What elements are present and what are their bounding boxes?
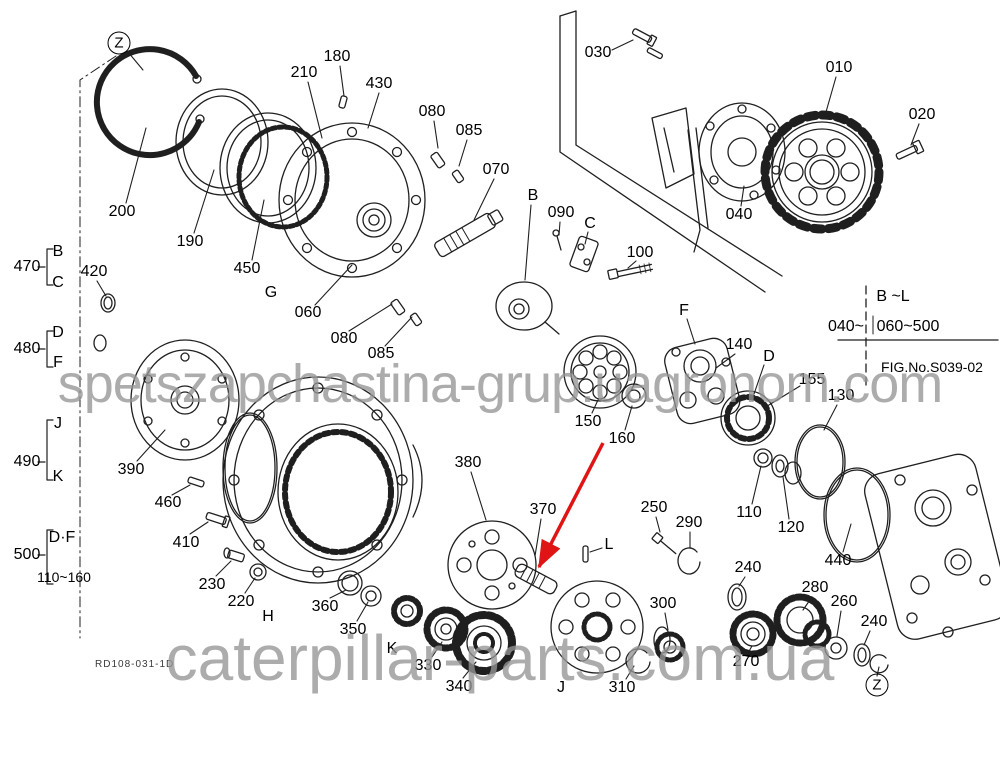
part-label-390: 390 [117,461,145,478]
part-label-030: 030 [584,44,612,61]
part-label-430: 430 [365,75,393,92]
part-label-190: 190 [176,233,204,250]
part-label-350: 350 [339,621,367,638]
part-label-340: 340 [445,678,473,695]
part-label-120: 120 [777,519,805,536]
part-label-z-2: Z [865,673,889,697]
part-label-410: 410 [172,534,200,551]
part-label-g: G [264,284,278,301]
part-label-l: L [604,536,614,553]
part-label-d-2: D [763,348,775,365]
part-label-085-2: 085 [367,345,395,362]
part-label-d: D [52,324,64,341]
part-label-370: 370 [529,501,557,518]
part-label-240: 240 [734,559,762,576]
part-label-040-2: 040~ [827,318,865,335]
part-label-k: K [52,468,64,485]
part-label-310: 310 [608,679,636,696]
part-label-150: 150 [574,413,602,430]
part-label-210: 210 [290,64,318,81]
part-label-250: 250 [640,499,668,516]
part-label-d-f: D·F [48,529,76,546]
part-label-180: 180 [323,48,351,65]
figure-code: RD108-031-1D [95,659,175,670]
part-label-460: 460 [154,494,182,511]
part-label-h: H [262,608,274,625]
part-label-500: 500 [13,546,41,563]
part-label-420: 420 [80,263,108,280]
part-label-060-500: 060~500 [876,318,940,335]
part-label-270: 270 [732,653,760,670]
part-label-100: 100 [626,244,654,261]
part-label-010: 010 [825,59,853,76]
part-label-k-2: K [386,640,398,657]
part-label-160: 160 [608,430,636,447]
part-label-240-2: 240 [860,613,888,630]
part-label-470: 470 [13,258,41,275]
part-label-060: 060 [294,304,322,321]
part-label-f: F [53,354,63,371]
part-label-220: 220 [227,593,255,610]
part-label-b-l: B ~L [876,288,910,305]
part-label-080-2: 080 [330,330,358,347]
part-label-450: 450 [233,260,261,277]
part-label-070: 070 [482,161,510,178]
part-label-110: 110 [736,504,762,521]
part-label-480: 480 [13,340,41,357]
part-label-140: 140 [725,336,753,353]
part-label-440: 440 [824,552,852,569]
part-label-085: 085 [455,122,483,139]
part-label-fig-no-s039-02: FIG.No.S039-02 [881,359,983,375]
part-label-040: 040 [725,206,753,223]
part-label-j-2: J [557,679,565,696]
part-label-490: 490 [13,453,41,470]
part-label-c: C [584,215,596,232]
part-label-b: B [527,187,539,204]
part-label-155: 155 [798,371,826,388]
part-label-330: 330 [414,657,442,674]
part-label-080: 080 [418,103,446,120]
part-label-380: 380 [454,454,482,471]
part-label-200: 200 [108,203,136,220]
part-label-b-2: B [52,243,64,260]
part-label-260: 260 [830,593,858,610]
part-label-090: 090 [547,204,575,221]
part-label-020: 020 [908,106,936,123]
boundary-line [79,55,117,639]
part-label-230: 230 [198,576,226,593]
part-label-360: 360 [311,598,339,615]
part-label-280: 280 [801,579,829,596]
part-label-300: 300 [649,595,677,612]
part-label-f-2: F [679,302,689,319]
part-label-130: 130 [827,387,855,404]
leader-lines [96,39,920,680]
part-label-j: J [54,415,62,432]
part-label-c-2: C [52,274,64,291]
part-label-z: Z [107,31,131,55]
part-label-290: 290 [675,514,703,531]
part-label-110-160: 110~160 [37,569,91,585]
